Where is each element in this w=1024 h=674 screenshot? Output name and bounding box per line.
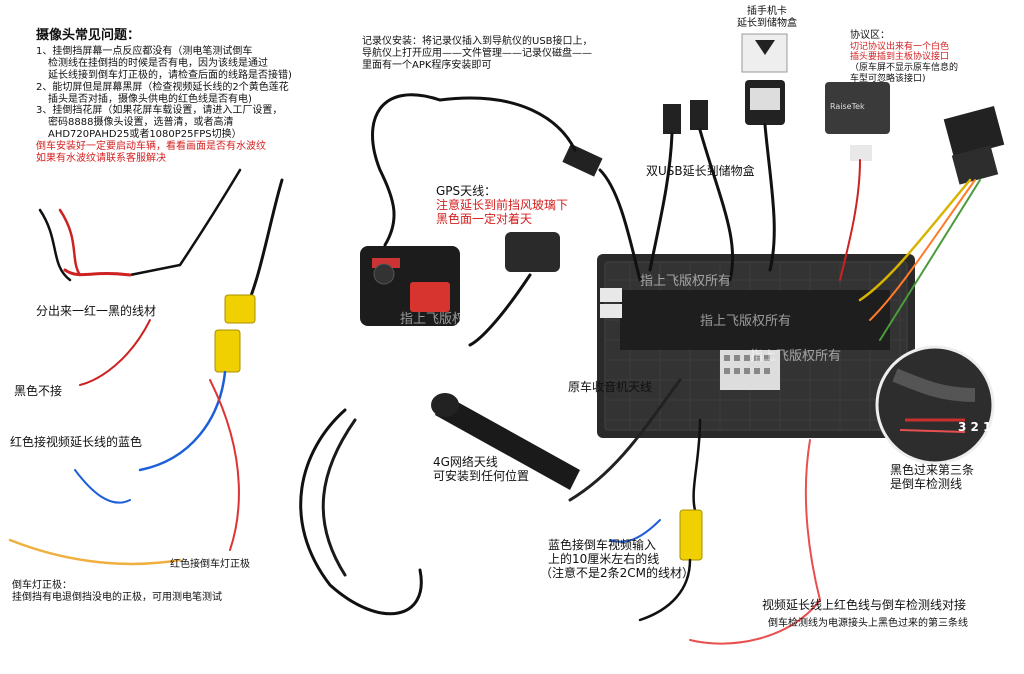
protocol-black-line-2: 车型可忽略该接口)	[850, 73, 926, 84]
watermark-3: 指上飞版权所有	[750, 349, 842, 364]
gps-red-line-2: 黑色面一定对着天	[436, 212, 533, 227]
usb-cables	[562, 100, 708, 177]
dash-recorder	[360, 246, 460, 326]
pin-numbers: 3 2 1	[958, 420, 992, 434]
detect-wire-label: 倒车检测线为电源接头上黑色过来的第三条线	[768, 618, 968, 629]
dual-usb-label: 双USB延长到储物盒	[646, 164, 755, 178]
reverse-light-title: 倒车灯正极：	[12, 580, 72, 591]
split-wire-label: 分出来一红一黑的线材	[36, 304, 157, 318]
protocol-title: 协议区：	[850, 30, 890, 41]
gps-note: GPS天线： 注意延长到前挡风玻璃下 黑色面一定对着天	[436, 184, 568, 226]
recorder-note-line-1: 记录仪安装：将记录仪插入到导航仪的USB接口上，	[362, 36, 593, 47]
video-red-label: 视频延长线上红色线与倒车检测线对接	[762, 598, 967, 612]
protocol-box	[825, 82, 890, 161]
lte-antenna-line-2: 可安装到任何位置	[433, 469, 530, 484]
reverse-light-desc: 挂倒挡有电退倒挡没电的正极，可用测电笔测试	[12, 591, 222, 603]
faq-warning-line-2: 如果有水波纹请联系客服解决	[36, 152, 166, 164]
faq-item-1-line-2: 检测线在挂倒挡的时候是否有电，因为该线是通过	[48, 58, 268, 70]
reverse-light-note: 倒车灯正极： 挂倒挡有电退倒挡没电的正极，可用测电笔测试	[12, 580, 222, 604]
device-brand-label: RaiseTek	[830, 102, 865, 111]
lte-antenna-body	[431, 393, 580, 490]
lte-antenna-line-1: 4G网络天线	[433, 455, 498, 469]
black-no-connect-label: 黑色不接	[14, 384, 63, 398]
protocol-red-line-2: 插头要插到主板协议接口	[850, 52, 950, 63]
blue-video-note: 蓝色接倒车视频输入 上的10厘米左右的线 （注意不是2条2CM的线材）	[540, 538, 694, 580]
gps-antenna	[505, 232, 560, 272]
black-third-line-1: 黑色过来第三条	[890, 463, 975, 477]
faq-item-3-line-1: 3、挂倒挡花屏（如果花屏车载设置，请进入工厂设置，	[36, 105, 283, 117]
blue-video-line-2: 上的10厘米左右的线	[548, 552, 660, 567]
red-reverse-light-label: 红色接倒车灯正极	[170, 559, 250, 570]
faq-item-3: 3、挂倒挡花屏（如果花屏车载设置，请进入工厂设置， 密码8888摄像头设置，选普…	[36, 105, 292, 140]
head-unit	[597, 254, 915, 438]
sim-extender	[741, 33, 788, 125]
gps-title: GPS天线：	[436, 184, 497, 198]
sim-label: 插手机卡 延长到储物盒	[737, 6, 797, 30]
wire-bundle	[8, 93, 981, 645]
radio-antenna-label: 原车收音机天线	[568, 380, 653, 394]
blue-video-line-1: 蓝色接倒车视频输入	[548, 538, 657, 552]
protocol-note: 协议区： 切记协议出来有一个白色 插头要插到主板协议接口 （原车屏不显示原车信息…	[850, 30, 958, 84]
protocol-black-line-1: （原车屏不显示原车信息的	[850, 63, 959, 74]
blue-video-line-3: （注意不是2条2CM的线材）	[540, 566, 695, 581]
black-third-line-2: 是倒车检测线	[890, 477, 963, 492]
faq-warning-line-1: 倒车安装好一定要启动车辆，看看画面是否有水波纹	[36, 140, 266, 152]
lte-antenna-note: 4G网络天线 可安装到任何位置	[433, 455, 529, 483]
camera-faq: 摄像头常见问题： 1、挂倒挡屏幕一点反应都没有（测电笔测试倒车 检测线在挂倒挡的…	[36, 28, 292, 164]
watermark-2: 指上飞版权所有	[700, 314, 792, 329]
faq-item-2-line-1: 2、能切屏但是屏幕黑屏（检查视频延长线的2个黄色莲花	[36, 81, 289, 93]
sim-label-line-2: 延长到储物盒	[737, 17, 797, 29]
recorder-note: 记录仪安装：将记录仪插入到导航仪的USB接口上， 导航仪上打开应用——文件管理—…	[362, 36, 593, 71]
watermark-4: 指上飞版权所有	[400, 312, 492, 327]
faq-item-1: 1、挂倒挡屏幕一点反应都没有（测电笔测试倒车 检测线在挂倒挡的时候是否有电，因为…	[36, 46, 292, 81]
faq-item-1-line-1: 1、挂倒挡屏幕一点反应都没有（测电笔测试倒车	[36, 46, 253, 58]
faq-item-3-line-3: AHD720PAHD25或者1080P25FPS切换）	[48, 128, 242, 140]
watermark-1: 指上飞版权所有	[640, 274, 732, 289]
recorder-note-line-2: 导航仪上打开应用——文件管理——记录仪磁盘——	[362, 47, 592, 59]
power-connectors	[943, 105, 1005, 185]
black-third-note: 黑色过来第三条 是倒车检测线	[890, 463, 974, 491]
camera-faq-title: 摄像头常见问题：	[36, 28, 141, 43]
sim-label-line-1: 插手机卡	[747, 6, 787, 17]
faq-item-1-line-3: 延长线接到倒车灯正极的，请检查后面的线路是否接错)	[48, 69, 292, 81]
red-to-blue-label: 红色接视频延长线的蓝色	[10, 435, 143, 449]
faq-warning: 倒车安装好一定要启动车辆，看看画面是否有水波纹 如果有水波纹请联系客服解决	[36, 141, 292, 165]
recorder-note-line-3: 里面有一个APK程序安装即可	[362, 59, 492, 71]
faq-item-2-line-2: 插头是否对插，摄像头供电的红色线是否有电)	[48, 93, 252, 105]
gps-red-line-1: 注意延长到前挡风玻璃下	[436, 198, 569, 213]
faq-item-3-line-2: 密码8888摄像头设置，选普清，或者高清	[48, 117, 234, 129]
faq-item-2: 2、能切屏但是屏幕黑屏（检查视频延长线的2个黄色莲花 插头是否对插，摄像头供电的…	[36, 82, 292, 106]
pin-zoom-circle	[875, 345, 995, 465]
protocol-red-line-1: 切记协议出来有一个白色	[850, 41, 950, 52]
